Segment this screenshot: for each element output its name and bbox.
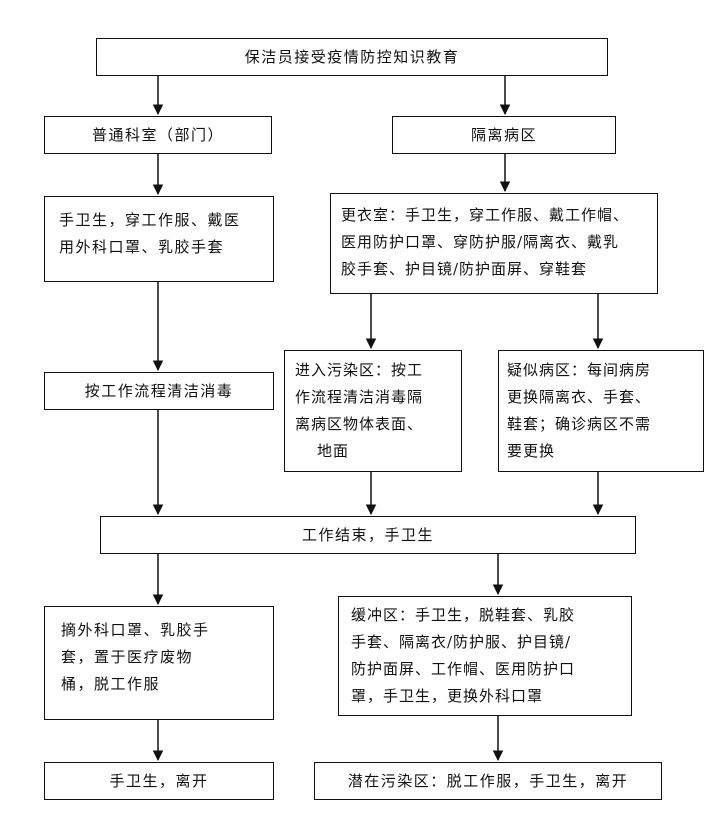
general-prep-line-1: 手卫生，穿工作服、戴医 bbox=[59, 211, 241, 229]
isolation-ward-title: 隔离病区 bbox=[470, 125, 537, 144]
suspected-ward-line-1: 疑似病区：每间病房 bbox=[507, 361, 652, 379]
isolation-ward-box: 隔离病区 bbox=[392, 116, 616, 154]
changing-room-box: 更衣室：手卫生，穿工作服、戴工作帽、 医用防护口罩、穿防护服/隔离衣、戴乳 胶手… bbox=[330, 193, 658, 294]
buffer-zone-line-3: 防护面屏、工作帽、医用防护口 bbox=[351, 660, 576, 678]
changing-room-line-2: 医用防护口罩、穿防护服/隔离衣、戴乳 bbox=[341, 233, 620, 251]
general-ward-title: 普通科室（部门） bbox=[91, 125, 224, 144]
general-leave-text: 手卫生，离开 bbox=[109, 771, 209, 790]
suspected-ward-line-3: 鞋套；确诊病区不需 bbox=[507, 415, 652, 433]
buffer-zone-line-2: 手套、隔离衣/防护服、护目镜/ bbox=[351, 633, 572, 651]
buffer-zone-line-4: 罩，手卫生，更换外科口罩 bbox=[351, 687, 544, 705]
contaminated-area-line-3: 离病区物体表面、 bbox=[295, 415, 424, 433]
potential-area-box: 潜在污染区：脱工作服，手卫生，离开 bbox=[314, 762, 662, 800]
doffing-box: 摘外科口罩、乳胶手 套，置于医疗废物 桶，脱工作服 bbox=[44, 606, 274, 720]
doffing-line-3: 桶，脱工作服 bbox=[61, 675, 161, 693]
contaminated-area-line-2: 作流程清洁消毒隔 bbox=[295, 388, 424, 406]
general-clean-text: 按工作流程清洁消毒 bbox=[84, 381, 234, 400]
suspected-ward-box: 疑似病区：每间病房 更换隔离衣、手套、 鞋套；确诊病区不需 要更换 bbox=[498, 350, 704, 472]
training-box: 保洁员接受疫情防控知识教育 bbox=[96, 38, 608, 76]
buffer-zone-line-1: 缓冲区：手卫生，脱鞋套、乳胶 bbox=[351, 606, 576, 624]
work-end-box: 工作结束，手卫生 bbox=[100, 516, 636, 554]
changing-room-line-3: 胶手套、护目镜/防护面屏、穿鞋套 bbox=[341, 260, 588, 278]
changing-room-line-1: 更衣室：手卫生，穿工作服、戴工作帽、 bbox=[341, 206, 630, 224]
potential-area-text: 潜在污染区：脱工作服，手卫生，离开 bbox=[347, 771, 629, 790]
work-end-text: 工作结束，手卫生 bbox=[301, 525, 434, 544]
doffing-line-1: 摘外科口罩、乳胶手 bbox=[61, 621, 210, 639]
suspected-ward-line-2: 更换隔离衣、手套、 bbox=[507, 388, 652, 406]
training-text: 保洁员接受疫情防控知识教育 bbox=[244, 47, 460, 66]
general-prep-line-2: 用外科口罩、乳胶手套 bbox=[59, 238, 225, 256]
contaminated-area-box: 进入污染区：按工 作流程清洁消毒隔 离病区物体表面、 地面 bbox=[284, 350, 462, 472]
contaminated-area-line-1: 进入污染区：按工 bbox=[295, 361, 424, 379]
contaminated-area-line-4: 地面 bbox=[317, 442, 350, 460]
general-leave-box: 手卫生，离开 bbox=[44, 762, 274, 800]
general-clean-box: 按工作流程清洁消毒 bbox=[44, 372, 274, 410]
suspected-ward-line-4: 要更换 bbox=[507, 442, 556, 460]
doffing-line-2: 套，置于医疗废物 bbox=[61, 648, 194, 666]
general-prep-box: 手卫生，穿工作服、戴医 用外科口罩、乳胶手套 bbox=[44, 196, 274, 282]
buffer-zone-box: 缓冲区：手卫生，脱鞋套、乳胶 手套、隔离衣/防护服、护目镜/ 防护面屏、工作帽、… bbox=[338, 596, 632, 716]
general-ward-box: 普通科室（部门） bbox=[44, 116, 272, 154]
